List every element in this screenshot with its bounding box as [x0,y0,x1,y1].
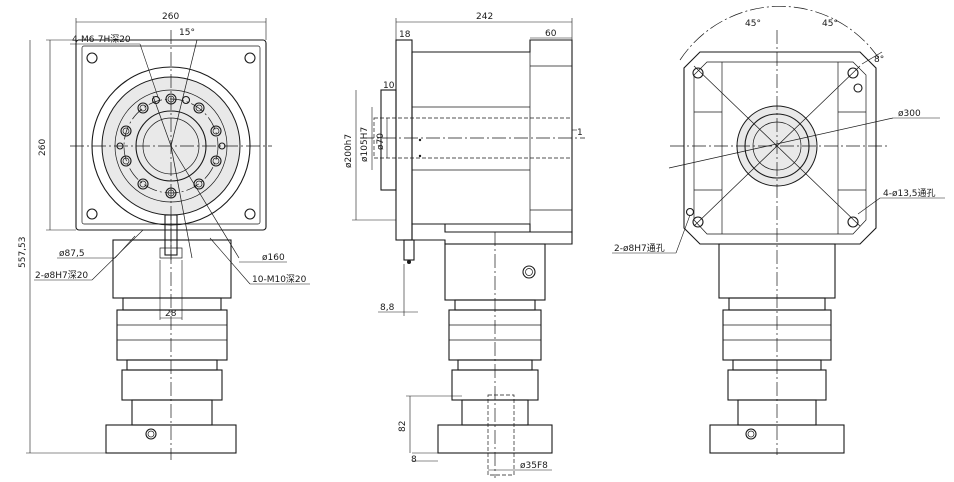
side-dim-bore: ø105H7 [360,127,370,162]
front-label-angle: 15° [179,28,195,38]
rear-label-flange-dia: ø300 [898,109,921,119]
rear-view: 45° 45° 8° ø300 4-ø13,5通孔 2-ø8H7通孔 [612,5,945,455]
front-label-pin-holes: 2-ø8H7深20 [35,270,88,281]
side-dim-recess: 10 [383,81,395,91]
rear-label-pin-through: 2-ø8H7通孔 [614,243,665,254]
side-dim-step: 60 [545,29,557,39]
side-dim-flange: 18 [399,30,411,40]
front-dim-key: 28 [165,309,177,319]
front-view: 260 260 557,53 4-M6-7H深20 15° ø87,5 2-ø8… [18,12,310,460]
side-dim-small: 8 [411,455,417,465]
front-label-bolt-circle: ø160 [262,253,285,263]
side-dim-runout: 1 [577,128,583,138]
side-dim-pilot: ø200h7 [344,134,354,168]
front-dim-height: 260 [38,139,48,156]
front-dim-width: 260 [162,12,179,22]
rear-label-through-holes: 4-ø13,5通孔 [883,188,936,199]
side-dim-shaft-len: 82 [398,421,408,432]
side-view: 242 18 60 10 ø200h7 ø105H7 ø70 1 8,8 82 … [344,12,585,478]
rear-label-angle-small: 8° [874,55,884,65]
side-dim-base: 8,8 [380,303,395,313]
front-label-tapped-holes: 4-M6-7H深20 [72,34,131,45]
side-dim-length: 242 [476,12,493,22]
rear-label-angle-left: 45° [745,19,761,29]
side-dim-shaft: ø70 [376,133,386,150]
rear-label-angle-right: 45° [822,19,838,29]
side-dim-input: ø35F8 [520,461,548,471]
front-dim-total-height: 557,53 [18,237,28,269]
front-label-bolt-holes: 10-M10深20 [252,274,307,285]
front-label-pilot-dia: ø87,5 [59,249,85,259]
